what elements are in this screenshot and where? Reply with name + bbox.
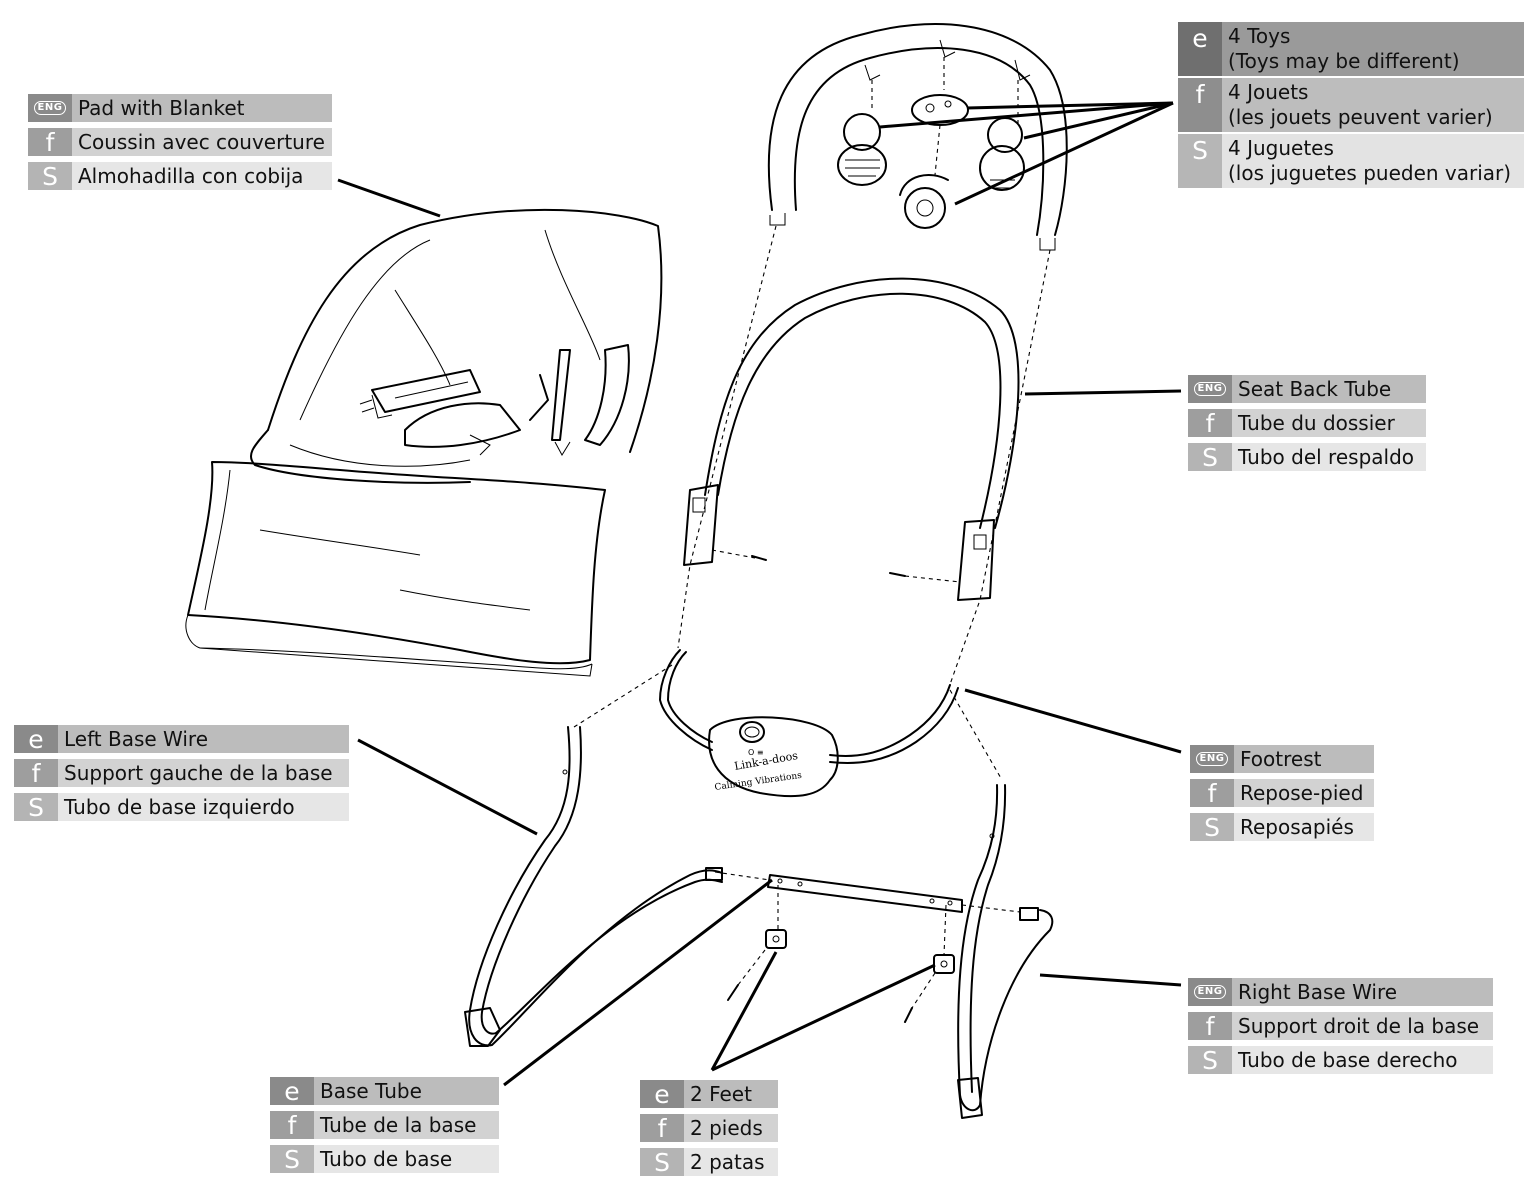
leader-lines xyxy=(337,101,1182,1087)
pad-label-fr-text: Coussin avec couverture xyxy=(72,128,332,156)
pad-label-eng-text: Pad with Blanket xyxy=(72,94,332,122)
left-base-label-es-text: Tubo de base izquierdo xyxy=(58,793,349,821)
base-tube-label-eng-text: Base Tube xyxy=(314,1077,499,1105)
feet-label-eng: e 2 Feet xyxy=(640,1080,778,1108)
pad-label-eng: ENG Pad with Blanket xyxy=(28,94,332,122)
left-base-label-block: e Left Base Wire f Support gauche de la … xyxy=(14,725,349,821)
pad-label-es-text: Almohadilla con cobija xyxy=(72,162,332,190)
right-base-label-block: ENG Right Base Wire f Support droit de l… xyxy=(1188,978,1493,1074)
toy-bar-illustration xyxy=(767,23,1068,251)
seat-back-label-es: S Tubo del respaldo xyxy=(1188,443,1426,471)
footrest-label-fr-text: Repose-pied xyxy=(1234,779,1374,807)
right-base-label-fr-text: Support droit de la base xyxy=(1232,1012,1493,1040)
base-tube-label-fr: f Tube de la base xyxy=(270,1111,499,1139)
french-language-icon: f xyxy=(14,759,58,787)
assembly-guides xyxy=(573,225,1051,956)
english-language-icon: e xyxy=(270,1077,314,1105)
base-tube-label-fr-text: Tube de la base xyxy=(314,1111,499,1139)
right-base-label-es: S Tubo de base derecho xyxy=(1188,1046,1493,1074)
footrest-label-eng: ENG Footrest xyxy=(1190,745,1374,773)
english-language-icon: e xyxy=(640,1080,684,1108)
base-tube-label-es-text: Tubo de base xyxy=(314,1145,499,1173)
right-base-wire-illustration xyxy=(957,784,1054,1119)
toys-es-line1: 4 Juguetes xyxy=(1228,136,1334,160)
feet-label-eng-text: 2 Feet xyxy=(684,1080,778,1108)
pad-with-blanket-illustration xyxy=(185,208,663,677)
english-language-icon: e xyxy=(1178,22,1222,76)
toys-fr-line2: (les jouets peuvent varier) xyxy=(1228,105,1493,129)
spanish-language-icon: S xyxy=(640,1148,684,1176)
left-base-label-eng: e Left Base Wire xyxy=(14,725,349,753)
spanish-language-icon: S xyxy=(28,162,72,190)
pad-label-block: ENG Pad with Blanket f Coussin avec couv… xyxy=(28,94,332,190)
pad-label-es: S Almohadilla con cobija xyxy=(28,162,332,190)
toys-label-fr-text: 4 Jouets (les jouets peuvent varier) xyxy=(1222,78,1524,132)
right-base-label-eng-text: Right Base Wire xyxy=(1232,978,1493,1006)
french-language-icon: f xyxy=(1178,78,1222,132)
seat-back-label-fr: f Tube du dossier xyxy=(1188,409,1426,437)
eng-language-icon: ENG xyxy=(1188,978,1232,1006)
feet-label-es: S 2 patas xyxy=(640,1148,778,1176)
left-base-label-es: S Tubo de base izquierdo xyxy=(14,793,349,821)
control-caption-label: Calming Vibrations xyxy=(714,771,803,793)
base-tube-label-block: e Base Tube f Tube de la base S Tubo de … xyxy=(270,1077,499,1173)
spanish-language-icon: S xyxy=(1188,1046,1232,1074)
spanish-language-icon: S xyxy=(1188,443,1232,471)
eng-language-icon: ENG xyxy=(28,94,72,122)
toys-fr-line1: 4 Jouets xyxy=(1228,80,1309,104)
spanish-language-icon: S xyxy=(1190,813,1234,841)
control-brand-label: Link-a-doos xyxy=(733,749,799,773)
footrest-label-eng-text: Footrest xyxy=(1234,745,1374,773)
left-base-label-fr-text: Support gauche de la base xyxy=(58,759,349,787)
french-language-icon: f xyxy=(640,1114,684,1142)
right-base-label-es-text: Tubo de base derecho xyxy=(1232,1046,1493,1074)
footrest-label-fr: f Repose-pied xyxy=(1190,779,1374,807)
spanish-language-icon: S xyxy=(270,1145,314,1173)
toys-label-block: e 4 Toys (Toys may be different) f 4 Jou… xyxy=(1178,22,1524,190)
french-language-icon: f xyxy=(1188,409,1232,437)
seat-back-label-eng-text: Seat Back Tube xyxy=(1232,375,1426,403)
left-base-wire-illustration xyxy=(464,726,723,1047)
base-tube-label-es: S Tubo de base xyxy=(270,1145,499,1173)
feet-label-block: e 2 Feet f 2 pieds S 2 patas xyxy=(640,1080,778,1176)
seat-back-label-es-text: Tubo del respaldo xyxy=(1232,443,1426,471)
seat-back-label-eng: ENG Seat Back Tube xyxy=(1188,375,1426,403)
eng-language-icon: ENG xyxy=(1188,375,1232,403)
toys-label-eng-text: 4 Toys (Toys may be different) xyxy=(1222,22,1524,76)
french-language-icon: f xyxy=(28,128,72,156)
french-language-icon: f xyxy=(270,1111,314,1139)
seat-back-tube-illustration xyxy=(683,277,1020,601)
toys-eng-line1: 4 Toys xyxy=(1228,24,1291,48)
seat-back-label-fr-text: Tube du dossier xyxy=(1232,409,1426,437)
toys-eng-line2: (Toys may be different) xyxy=(1228,49,1460,73)
toys-label-es-text: 4 Juguetes (los juguetes pueden variar) xyxy=(1222,134,1524,188)
left-base-label-fr: f Support gauche de la base xyxy=(14,759,349,787)
spanish-language-icon: S xyxy=(14,793,58,821)
control-switch-label: O ≡ xyxy=(748,748,764,757)
footrest-illustration: O ≡ Link-a-doos Calming Vibrations xyxy=(659,649,959,798)
footrest-label-es-text: Reposapiés xyxy=(1234,813,1374,841)
feet-label-es-text: 2 patas xyxy=(684,1148,778,1176)
footrest-label-es: S Reposapiés xyxy=(1190,813,1374,841)
feet-label-fr: f 2 pieds xyxy=(640,1114,778,1142)
toys-label-eng: e 4 Toys (Toys may be different) xyxy=(1178,22,1524,76)
toys-es-line2: (los juguetes pueden variar) xyxy=(1228,161,1512,185)
eng-language-icon: ENG xyxy=(1190,745,1234,773)
english-language-icon: e xyxy=(14,725,58,753)
pad-label-fr: f Coussin avec couverture xyxy=(28,128,332,156)
right-base-label-eng: ENG Right Base Wire xyxy=(1188,978,1493,1006)
spanish-language-icon: S xyxy=(1178,134,1222,188)
toys-label-es: S 4 Juguetes (los juguetes pueden variar… xyxy=(1178,134,1524,188)
right-base-label-fr: f Support droit de la base xyxy=(1188,1012,1493,1040)
base-tube-illustration xyxy=(767,874,963,913)
french-language-icon: f xyxy=(1190,779,1234,807)
seat-back-label-block: ENG Seat Back Tube f Tube du dossier S T… xyxy=(1188,375,1426,471)
french-language-icon: f xyxy=(1188,1012,1232,1040)
left-base-label-eng-text: Left Base Wire xyxy=(58,725,349,753)
footrest-label-block: ENG Footrest f Repose-pied S Reposapiés xyxy=(1190,745,1374,841)
toys-label-fr: f 4 Jouets (les jouets peuvent varier) xyxy=(1178,78,1524,132)
feet-label-fr-text: 2 pieds xyxy=(684,1114,778,1142)
base-tube-label-eng: e Base Tube xyxy=(270,1077,499,1105)
